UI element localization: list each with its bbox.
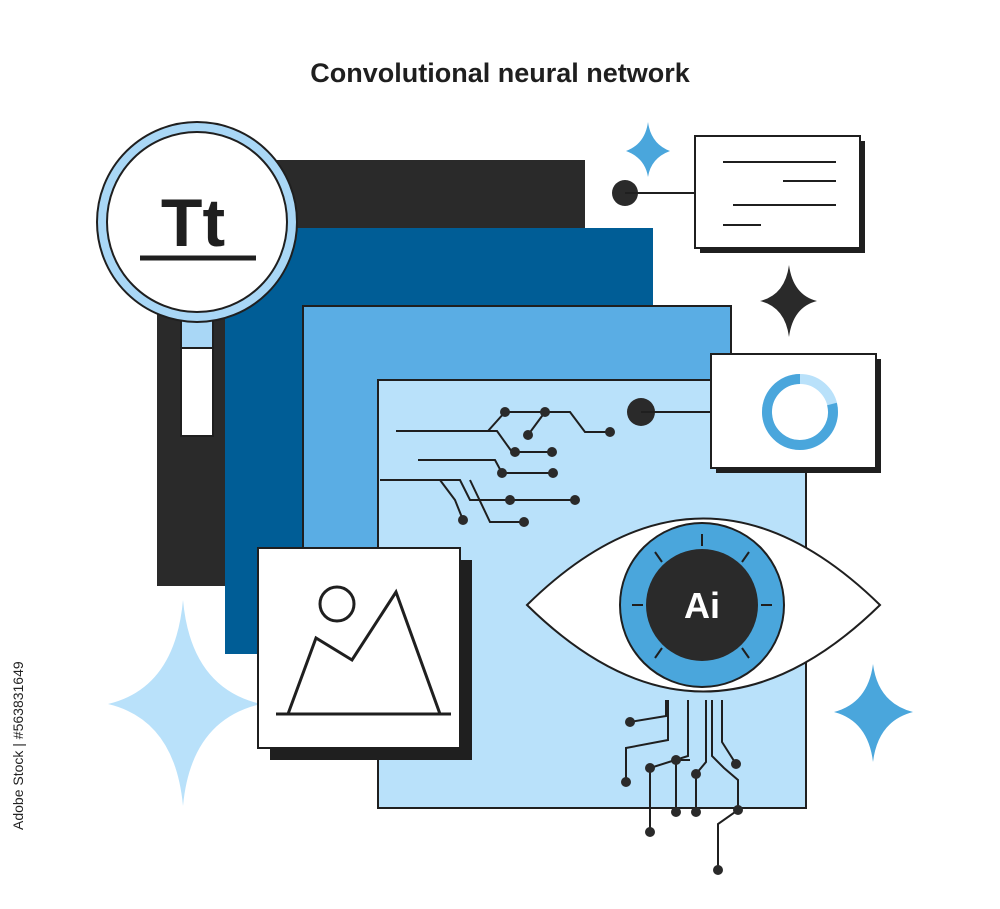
circuit-icon bbox=[625, 700, 739, 870]
sparkle-icon bbox=[108, 600, 261, 806]
progress-card bbox=[710, 353, 877, 469]
text-card-icon bbox=[694, 135, 861, 249]
progress-ring-icon bbox=[761, 374, 838, 450]
sparkle-icon bbox=[834, 664, 913, 762]
circuit-nodes bbox=[458, 407, 615, 527]
magnifier-icon bbox=[96, 121, 298, 437]
circuit-nodes bbox=[621, 717, 743, 875]
page-title: Convolutional neural network bbox=[310, 58, 690, 88]
text-card-lines bbox=[723, 161, 836, 226]
eye-label: Ai bbox=[684, 585, 720, 626]
sparkle-icon bbox=[760, 265, 817, 337]
ai-eye-icon bbox=[525, 517, 882, 693]
sparkle-icon bbox=[626, 122, 670, 177]
magnifier-label: Tt bbox=[161, 185, 225, 261]
image-glyph bbox=[276, 585, 451, 716]
